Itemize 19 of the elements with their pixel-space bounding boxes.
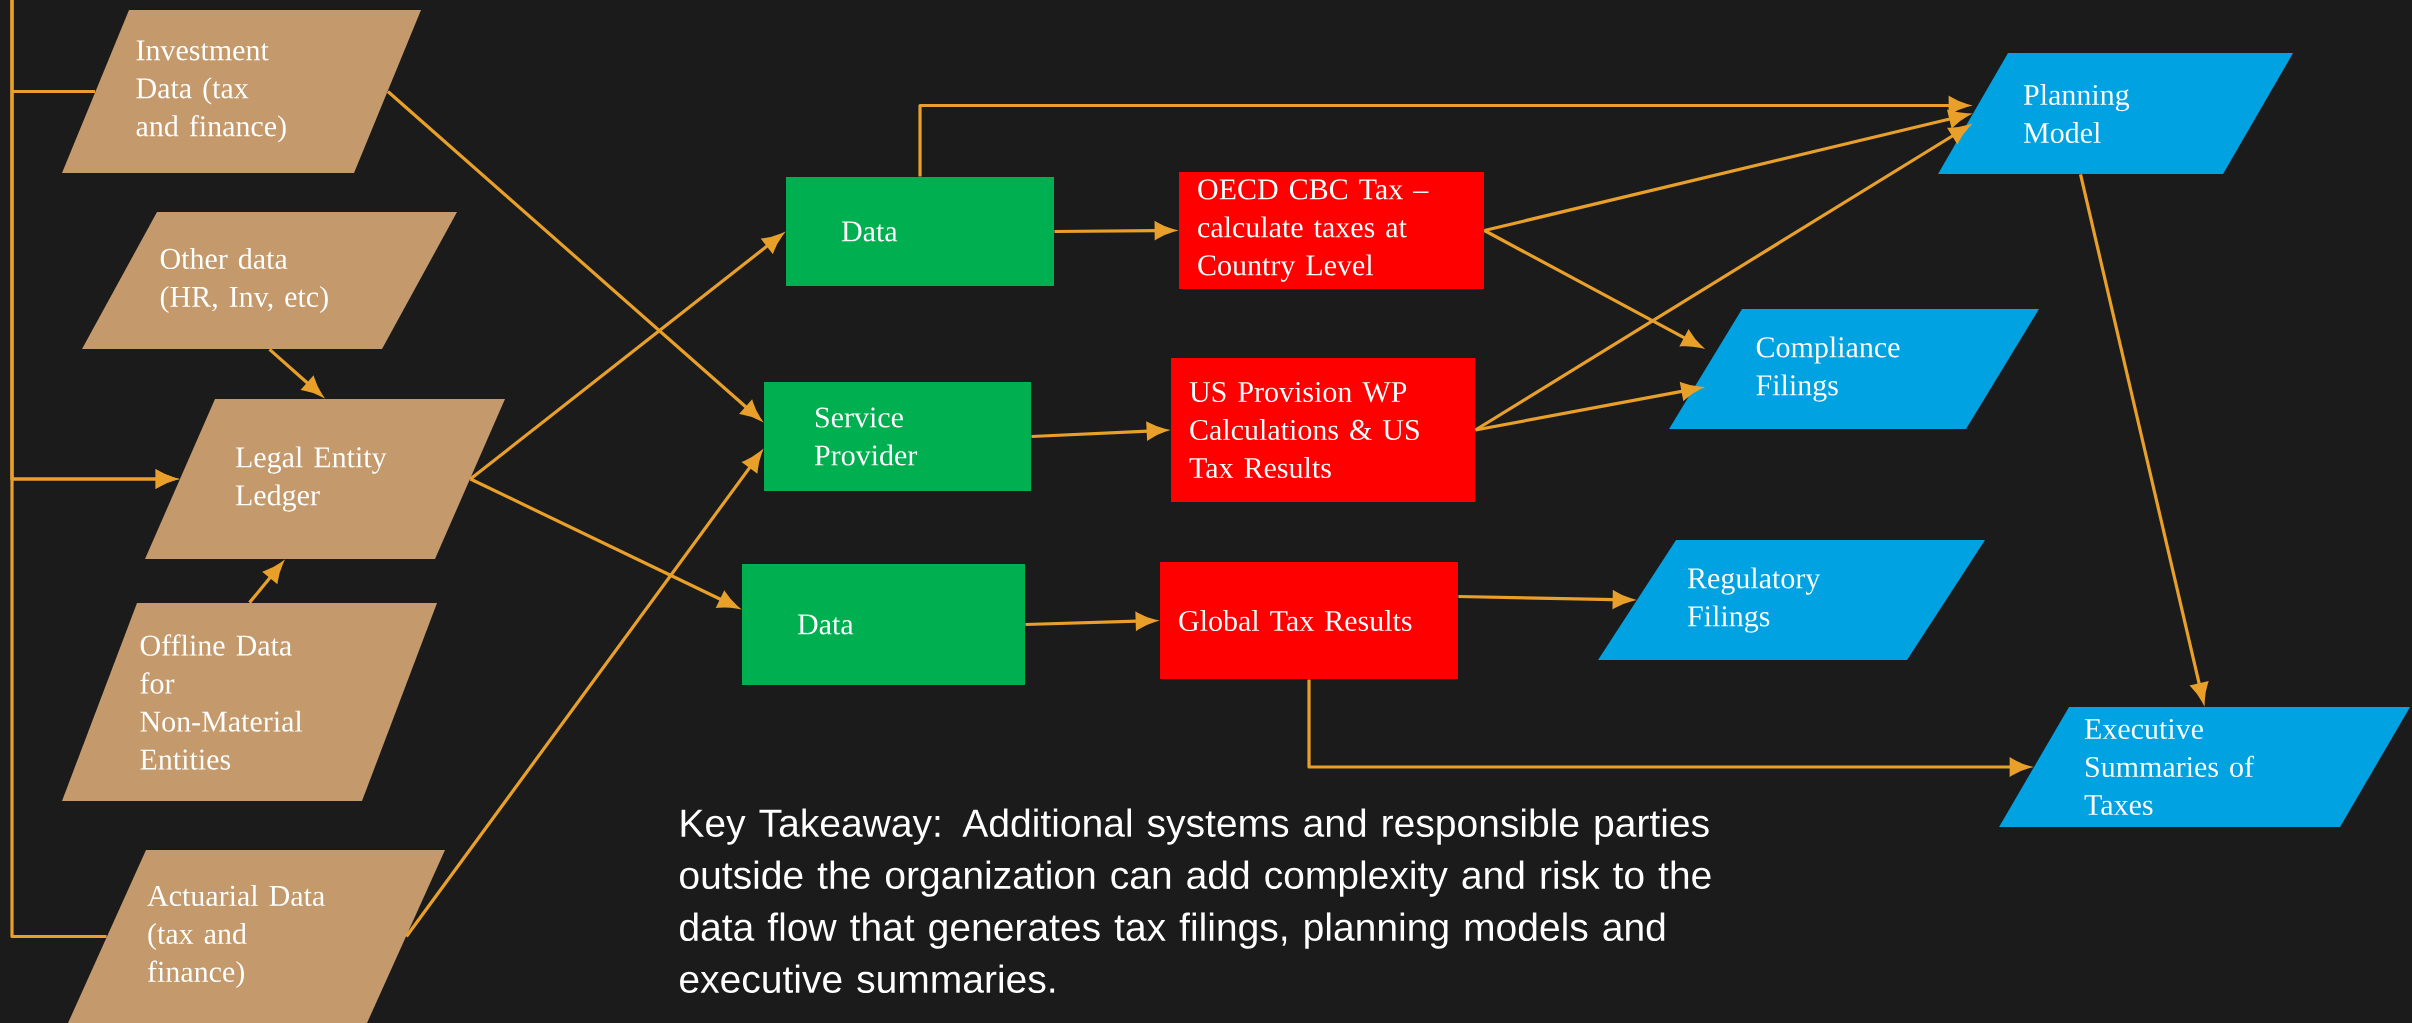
arrow xyxy=(248,562,283,604)
output-parallelogram: Executive Summaries of Taxes xyxy=(1999,707,2411,827)
process-box: OECD CBC Tax – calculate taxes at Country Level xyxy=(1179,172,1484,289)
input-parallelogram: Actuarial Data (tax and finance) xyxy=(68,850,445,1023)
output-parallelogram: Planning Model xyxy=(1938,53,2294,174)
takeaway-text: Key Takeaway: Additional systems and responsible parties outside the organization can add complexity and risk to the data flow that generates tax filings, planning models and executive summaries. xyxy=(680,808,1711,994)
input-parallelogram: Other data (HR, Inv, etc) xyxy=(82,212,457,349)
input-parallelogram: Legal Entity Ledger xyxy=(145,399,505,559)
arrow xyxy=(268,348,323,397)
process-box: Data xyxy=(742,564,1025,685)
process-box: Service Provider xyxy=(764,382,1031,491)
arrow xyxy=(469,233,783,481)
process-box: Global Tax Results xyxy=(1160,562,1458,679)
process-box: Data xyxy=(786,177,1054,286)
arrow xyxy=(386,90,761,421)
input-parallelogram: Investment Data (tax and finance) xyxy=(62,10,421,173)
input-parallelogram: Offline Data for Non-Material Entities xyxy=(62,603,437,801)
process-box: US Provision WP Calculations & US Tax Results xyxy=(1171,358,1475,502)
output-parallelogram: Regulatory Filings xyxy=(1598,540,1986,660)
